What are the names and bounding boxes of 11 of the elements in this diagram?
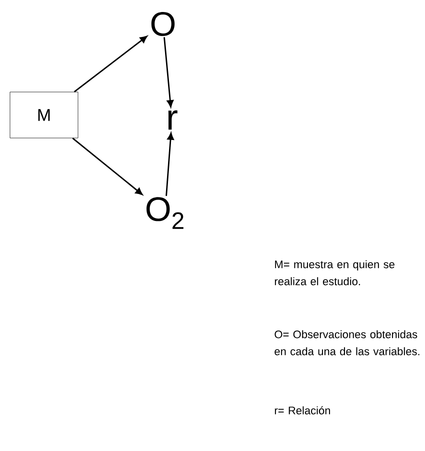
- arrow: [164, 37, 174, 108]
- legend-note: r= Relación: [274, 406, 330, 414]
- variable-symbol: O: [151, 12, 175, 36]
- variable-symbol: O$_{2}$: [146, 197, 184, 229]
- arrow: [74, 36, 148, 92]
- legend-note: O= Observaciones obtenidas en cada una de las variables.: [274, 330, 420, 356]
- relation-symbol: r: [168, 110, 178, 130]
- arrow: [166, 132, 174, 196]
- sample-box: M: [10, 92, 78, 138]
- legend-note: M= muestra en quien se realiza el estudio.: [274, 260, 394, 286]
- arrow: [72, 138, 143, 196]
